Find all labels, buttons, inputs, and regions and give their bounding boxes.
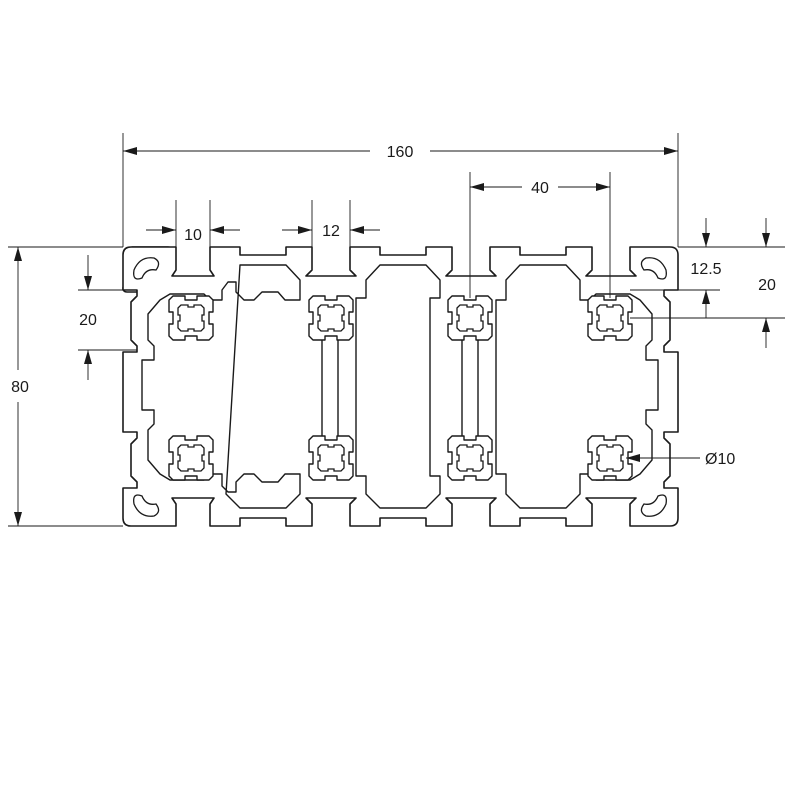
dim-module-right: 20 <box>758 277 776 294</box>
corner-bore-bottom-right <box>640 494 667 517</box>
dim-slot-pitch: 40 <box>531 180 549 197</box>
cavity-center <box>355 264 441 509</box>
square-core <box>308 435 354 481</box>
square-core <box>168 435 214 481</box>
dim-overall-height: 80 <box>11 379 29 396</box>
core-bore <box>177 444 205 472</box>
cavity-right <box>495 264 659 509</box>
extrusion-profile <box>122 246 679 527</box>
dim-overall-width: 160 <box>387 144 414 161</box>
core-bore <box>317 444 345 472</box>
dim-edge-offset: 12.5 <box>690 261 721 278</box>
dimensions: 160 40 10 12 80 <box>8 133 785 527</box>
dim-core-bore: Ø10 <box>705 451 735 468</box>
corner-bore-top-right <box>640 257 667 280</box>
dim-slot-width-10: 10 <box>184 227 202 244</box>
corner-bore-top-left <box>133 257 160 280</box>
square-core <box>447 295 493 341</box>
dim-module-left: 20 <box>79 312 97 329</box>
core-grid <box>168 295 633 481</box>
core-bore <box>596 304 624 332</box>
square-core <box>168 295 214 341</box>
square-core <box>308 295 354 341</box>
corner-bore-bottom-left <box>133 494 160 517</box>
core-bore <box>456 444 484 472</box>
dim-slot-width-12: 12 <box>322 223 340 240</box>
square-core <box>587 295 633 341</box>
core-bore <box>456 304 484 332</box>
core-bore <box>177 304 205 332</box>
square-core <box>447 435 493 481</box>
square-core <box>587 435 633 481</box>
core-bore <box>596 444 624 472</box>
core-bore <box>317 304 345 332</box>
